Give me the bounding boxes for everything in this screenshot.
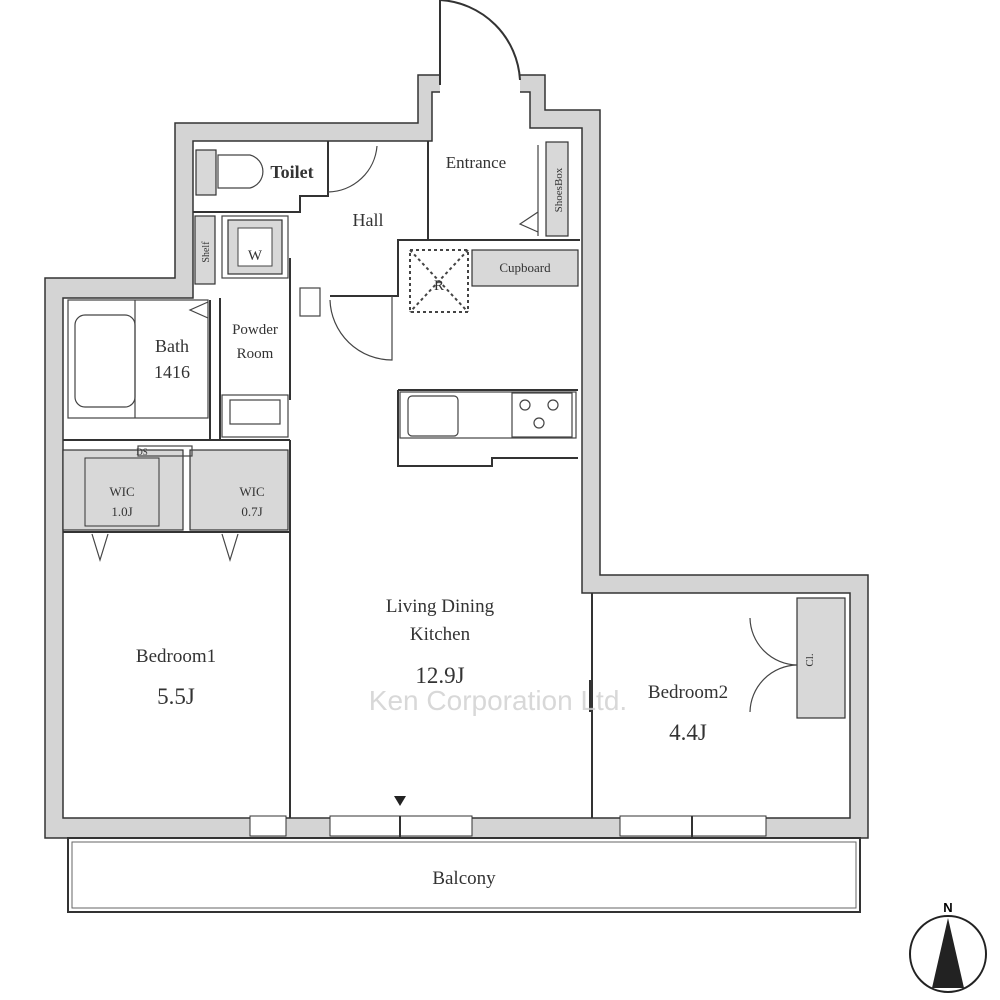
stove[interactable] bbox=[511, 392, 573, 438]
compass-north-label: N bbox=[943, 900, 952, 915]
label-refrigerator: R bbox=[434, 278, 444, 294]
label-bedroom2-size: 4.4J bbox=[669, 720, 707, 745]
label-cupboard: Cupboard bbox=[499, 260, 551, 275]
label-powder: Powder bbox=[232, 322, 278, 338]
walk-in-closets bbox=[62, 439, 291, 818]
entrance-door[interactable] bbox=[439, 0, 521, 94]
shoes-box[interactable] bbox=[545, 141, 569, 237]
toilet-room bbox=[193, 141, 378, 213]
watermark: Ken Corporation Ltd. bbox=[369, 685, 627, 716]
label-wic2: WIC bbox=[239, 484, 264, 499]
label-ldk-line2: Kitchen bbox=[410, 624, 471, 645]
label-hall: Hall bbox=[353, 210, 384, 230]
shelf bbox=[194, 215, 216, 285]
label-shelf: Shelf bbox=[201, 241, 212, 263]
label-bath: Bath bbox=[155, 336, 189, 356]
refrigerator-space bbox=[409, 249, 469, 313]
balcony[interactable] bbox=[67, 837, 861, 913]
label-toilet: Toilet bbox=[270, 162, 313, 182]
label-ds: DS bbox=[136, 447, 148, 457]
cupboard[interactable] bbox=[471, 249, 579, 287]
north-compass-icon: N bbox=[909, 900, 987, 993]
label-wic2-size: 0.7J bbox=[241, 504, 262, 519]
vanity bbox=[221, 394, 289, 438]
label-ldk-line1: Living Dining bbox=[386, 596, 495, 617]
label-room: Room bbox=[237, 346, 274, 362]
sink[interactable] bbox=[407, 395, 459, 437]
bedroom2-closet[interactable] bbox=[749, 597, 846, 719]
label-bedroom1: Bedroom1 bbox=[136, 646, 216, 667]
label-wic1-size: 1.0J bbox=[111, 504, 132, 519]
label-entrance: Entrance bbox=[446, 153, 506, 172]
bathroom bbox=[67, 298, 221, 440]
kitchen-counter bbox=[397, 389, 578, 467]
windows bbox=[249, 796, 767, 876]
label-balcony: Balcony bbox=[432, 868, 496, 889]
washer-space bbox=[221, 215, 289, 279]
label-ldk-size: 12.9J bbox=[415, 663, 464, 688]
label-closet: Cl. bbox=[804, 653, 816, 666]
label-bedroom1-size: 5.5J bbox=[157, 684, 195, 709]
label-washer: W bbox=[248, 248, 263, 264]
entry-marker-icon bbox=[394, 796, 406, 806]
label-bedroom2: Bedroom2 bbox=[648, 682, 728, 703]
exterior-walls bbox=[44, 74, 869, 839]
label-bath-size: 1416 bbox=[154, 362, 190, 382]
label-wic1: WIC bbox=[109, 484, 134, 499]
label-shoes-box: ShoesBox bbox=[553, 167, 565, 212]
